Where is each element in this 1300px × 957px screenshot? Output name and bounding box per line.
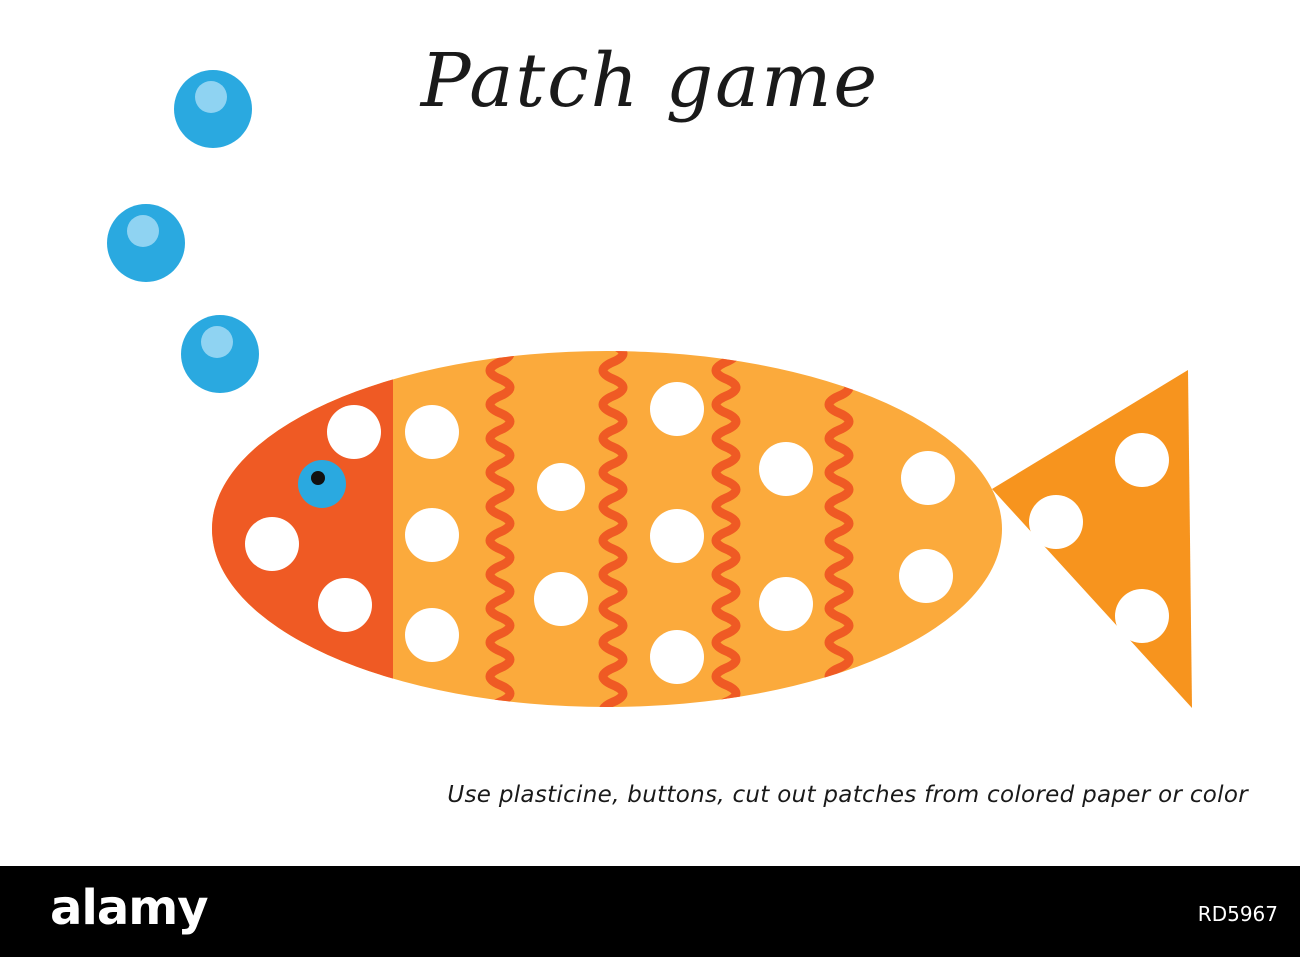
patch-spot[interactable] [759, 577, 813, 631]
patch-spot[interactable] [537, 463, 585, 511]
fish-icon [212, 351, 1002, 707]
stock-id: RD5967 [1197, 902, 1278, 926]
patch-spot[interactable] [901, 451, 955, 505]
fish-scene [107, 70, 1192, 708]
patch-spot[interactable] [899, 549, 953, 603]
fish-stripes [485, 351, 854, 707]
patch-spot[interactable] [405, 608, 459, 662]
bubble-icon [174, 70, 252, 148]
patch-spot[interactable] [650, 630, 704, 684]
patch-spot[interactable] [405, 405, 459, 459]
bubble-icon [181, 315, 259, 393]
patch-spot[interactable] [318, 578, 372, 632]
patch-spot[interactable] [405, 508, 459, 562]
eye-icon [298, 460, 346, 508]
fish-tail [992, 370, 1192, 708]
fish-stripe [485, 351, 515, 707]
patch-spot[interactable] [1115, 589, 1169, 643]
bubble-icon [107, 204, 185, 282]
patch-spot[interactable] [650, 382, 704, 436]
instruction-text: Use plasticine, buttons, cut out patches… [447, 782, 1248, 808]
brand-logo: alamy [50, 880, 209, 936]
fish-stripe [711, 351, 741, 707]
patch-spot[interactable] [327, 405, 381, 459]
patch-spot[interactable] [245, 517, 299, 571]
patch-spot[interactable] [759, 442, 813, 496]
patch-spot[interactable] [534, 572, 588, 626]
patch-spot[interactable] [1029, 495, 1083, 549]
page-title: Patch game [420, 38, 880, 124]
worksheet: Patch game [107, 38, 1248, 808]
patch-spot[interactable] [1115, 433, 1169, 487]
fish-stripe [598, 351, 628, 707]
watermark-footer: alamy RD5967 [0, 866, 1300, 957]
patch-spots [245, 382, 1169, 684]
fish-stripe [824, 351, 854, 707]
fish-head [212, 351, 393, 707]
patch-spot[interactable] [650, 509, 704, 563]
